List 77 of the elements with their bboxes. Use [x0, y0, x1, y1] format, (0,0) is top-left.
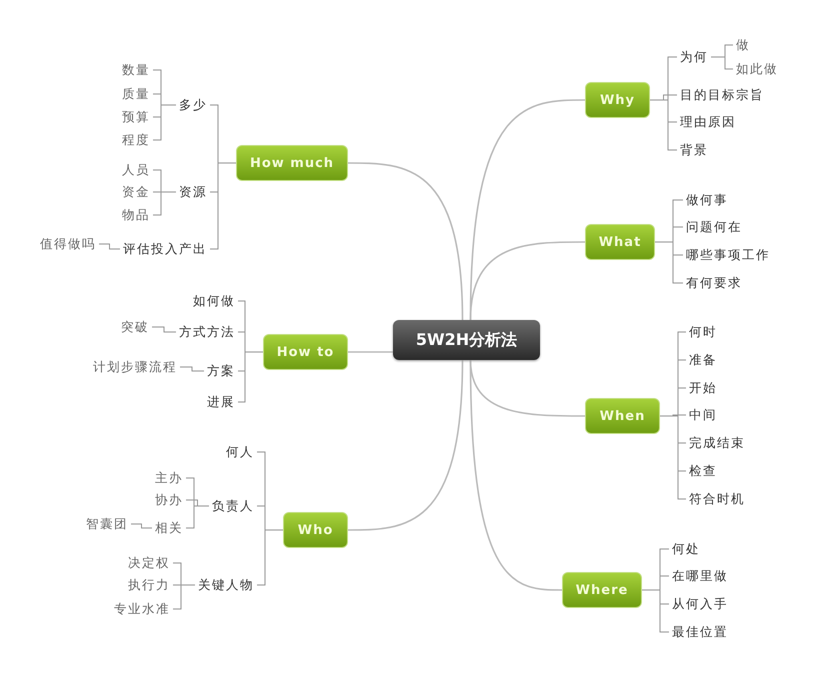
connector-line — [130, 524, 152, 528]
topic-text: 评估投入产出 — [120, 241, 210, 257]
connector-line — [470, 360, 562, 591]
subtopic-text: 执行力 — [125, 577, 173, 593]
connector-line — [238, 352, 264, 402]
topic-text: 何时 — [686, 324, 720, 340]
subtopic-text: 物品 — [119, 207, 153, 223]
branch-topic-box: Where — [562, 572, 642, 608]
subtopic-text: 质量 — [119, 86, 153, 102]
subtopic-text: 预算 — [119, 109, 153, 125]
topic-text: 何人 — [223, 444, 257, 460]
connector-line — [642, 590, 670, 632]
subtopic-text: 突破 — [118, 319, 152, 335]
topic-text: 检查 — [686, 463, 720, 479]
subtopic-text: 主办 — [152, 470, 186, 486]
topic-text: 关键人物 — [195, 577, 257, 593]
branch-topic-box: What — [585, 224, 655, 260]
subtopic-text: 协办 — [152, 492, 186, 508]
branch-topic-box: How to — [263, 334, 348, 370]
connector-line — [256, 530, 284, 586]
topic-text: 完成结束 — [686, 435, 748, 451]
topic-text: 方式方法 — [176, 324, 238, 340]
connector-line — [660, 416, 686, 500]
connector-line — [470, 241, 585, 320]
subtopic-text: 做 — [733, 37, 753, 53]
topic-text: 最佳位置 — [669, 624, 731, 640]
subtopic-text: 数量 — [119, 62, 153, 78]
topic-text: 理由原因 — [677, 114, 739, 130]
topic-text: 何处 — [669, 541, 703, 557]
topic-text: 资源 — [176, 184, 210, 200]
connector-line — [348, 351, 393, 353]
connector-line — [348, 360, 464, 531]
subtopic-text: 专业水准 — [111, 601, 173, 617]
connector-line — [152, 104, 176, 140]
branch-topic-box: Who — [283, 512, 348, 548]
subtopic-text: 决定权 — [125, 555, 173, 571]
branch-topic-box: When — [585, 398, 660, 434]
connector-line — [210, 162, 236, 250]
topic-text: 开始 — [686, 380, 720, 396]
topic-text: 中间 — [686, 407, 720, 423]
subtopic-text: 计划步骤流程 — [90, 359, 180, 375]
connector-line — [152, 326, 176, 332]
subtopic-text: 人员 — [119, 162, 153, 178]
topic-text: 为何 — [677, 49, 711, 65]
connector-line — [710, 56, 734, 70]
topic-text: 问题何在 — [683, 219, 745, 235]
central-topic-box: 5W2H分析法 — [393, 320, 540, 360]
topic-text: 多少 — [176, 97, 210, 113]
topic-text: 有何要求 — [683, 275, 745, 291]
connector-line — [98, 244, 120, 250]
topic-text: 符合时机 — [686, 491, 748, 507]
connector-line — [180, 366, 204, 372]
connector-line — [172, 584, 196, 610]
branch-topic-box: Why — [585, 82, 650, 118]
subtopic-text: 相关 — [152, 520, 186, 536]
topic-text: 哪些事项工作 — [683, 247, 773, 263]
connector-line — [348, 162, 464, 320]
topic-text: 背景 — [677, 142, 711, 158]
branch-topic-box: How much — [236, 145, 348, 181]
topic-text: 准备 — [686, 352, 720, 368]
topic-text: 做何事 — [683, 192, 731, 208]
topic-text: 方案 — [204, 363, 238, 379]
subtopic-text: 如此做 — [733, 61, 781, 77]
topic-text: 从何入手 — [669, 596, 731, 612]
subtopic-text: 程度 — [119, 132, 153, 148]
connector-line — [650, 100, 678, 150]
topic-text: 负责人 — [209, 498, 257, 514]
connector-line — [186, 506, 210, 528]
topic-text: 目的目标宗旨 — [677, 87, 767, 103]
topic-text: 在哪里做 — [669, 568, 731, 584]
connector-line — [654, 242, 684, 284]
topic-text: 进展 — [204, 394, 238, 410]
subtopic-text: 值得做吗 — [37, 236, 99, 252]
subtopic-text: 智囊团 — [83, 516, 131, 532]
subtopic-text: 资金 — [119, 184, 153, 200]
connector-line — [152, 192, 176, 216]
topic-text: 如何做 — [190, 293, 238, 309]
